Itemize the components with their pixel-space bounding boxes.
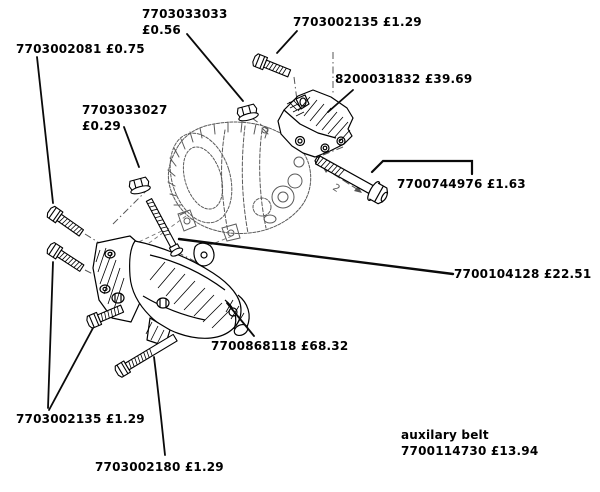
leader-line — [327, 89, 354, 113]
part-number: 7703033033 — [142, 7, 228, 21]
part-label-7703033033: 7703033033 £0.56 — [142, 6, 228, 38]
bracket-stud-icon — [111, 292, 125, 304]
bracket-stud-icon — [156, 297, 170, 309]
stud-icon-104128 — [145, 198, 184, 257]
leader-line — [36, 56, 54, 204]
leader-line — [153, 356, 166, 456]
leader-line — [276, 30, 298, 54]
alternator-drawing — [167, 121, 312, 242]
bolt-icon-2135-a — [46, 242, 85, 272]
part-label-7703002180: 7703002180 £1.29 — [95, 460, 224, 474]
leader-line — [177, 237, 455, 276]
nut-icon-33027 — [128, 176, 151, 195]
part-label-7703002135-top: 7703002135 £1.29 — [293, 15, 422, 29]
part-number: 7703033027 — [82, 103, 168, 117]
bolt-icon-2135-top — [252, 53, 292, 78]
leader-lines — [36, 30, 474, 456]
quantity-label: 2 — [330, 182, 341, 195]
nut-icon-33033 — [236, 103, 259, 122]
bolt-icon-2081 — [46, 205, 85, 237]
part-label-7703002081: 7703002081 £0.75 — [16, 42, 145, 56]
upper-bracket-hatch — [286, 96, 351, 142]
part-label-auxiliary-belt: auxilary belt 7700114730 £13.94 — [401, 427, 538, 459]
leader-line — [370, 159, 474, 176]
part-label-7700104128: 7700104128 £22.51 — [454, 267, 592, 281]
leader-line — [48, 327, 94, 411]
leader-line — [123, 126, 140, 168]
bolt-icon-2135-b — [86, 304, 125, 329]
bolt-icon-744976 — [314, 155, 389, 205]
leader-line — [47, 261, 54, 409]
part-label-7700868118: 7700868118 £68.32 — [211, 339, 349, 353]
arrowhead-icon — [354, 186, 362, 193]
bolt-icon-2180 — [114, 333, 178, 378]
part-label-8200031832: 8200031832 £39.69 — [335, 72, 473, 86]
alternator-ribs — [167, 121, 269, 216]
leader-line — [226, 302, 255, 337]
part-price: £0.29 — [82, 119, 121, 133]
belt-name: auxilary belt — [401, 428, 489, 442]
part-label-7700744976: 7700744976 £1.63 — [397, 177, 526, 191]
lower-bracket-drawing — [92, 235, 250, 347]
part-label-7703002135-bottom: 7703002135 £1.29 — [16, 412, 145, 426]
part-price: £0.56 — [142, 23, 181, 37]
part-label-7703033027: 7703033027 £0.29 — [82, 102, 168, 134]
part-number: 7700114730 £13.94 — [401, 444, 539, 458]
leader-line — [186, 33, 244, 102]
